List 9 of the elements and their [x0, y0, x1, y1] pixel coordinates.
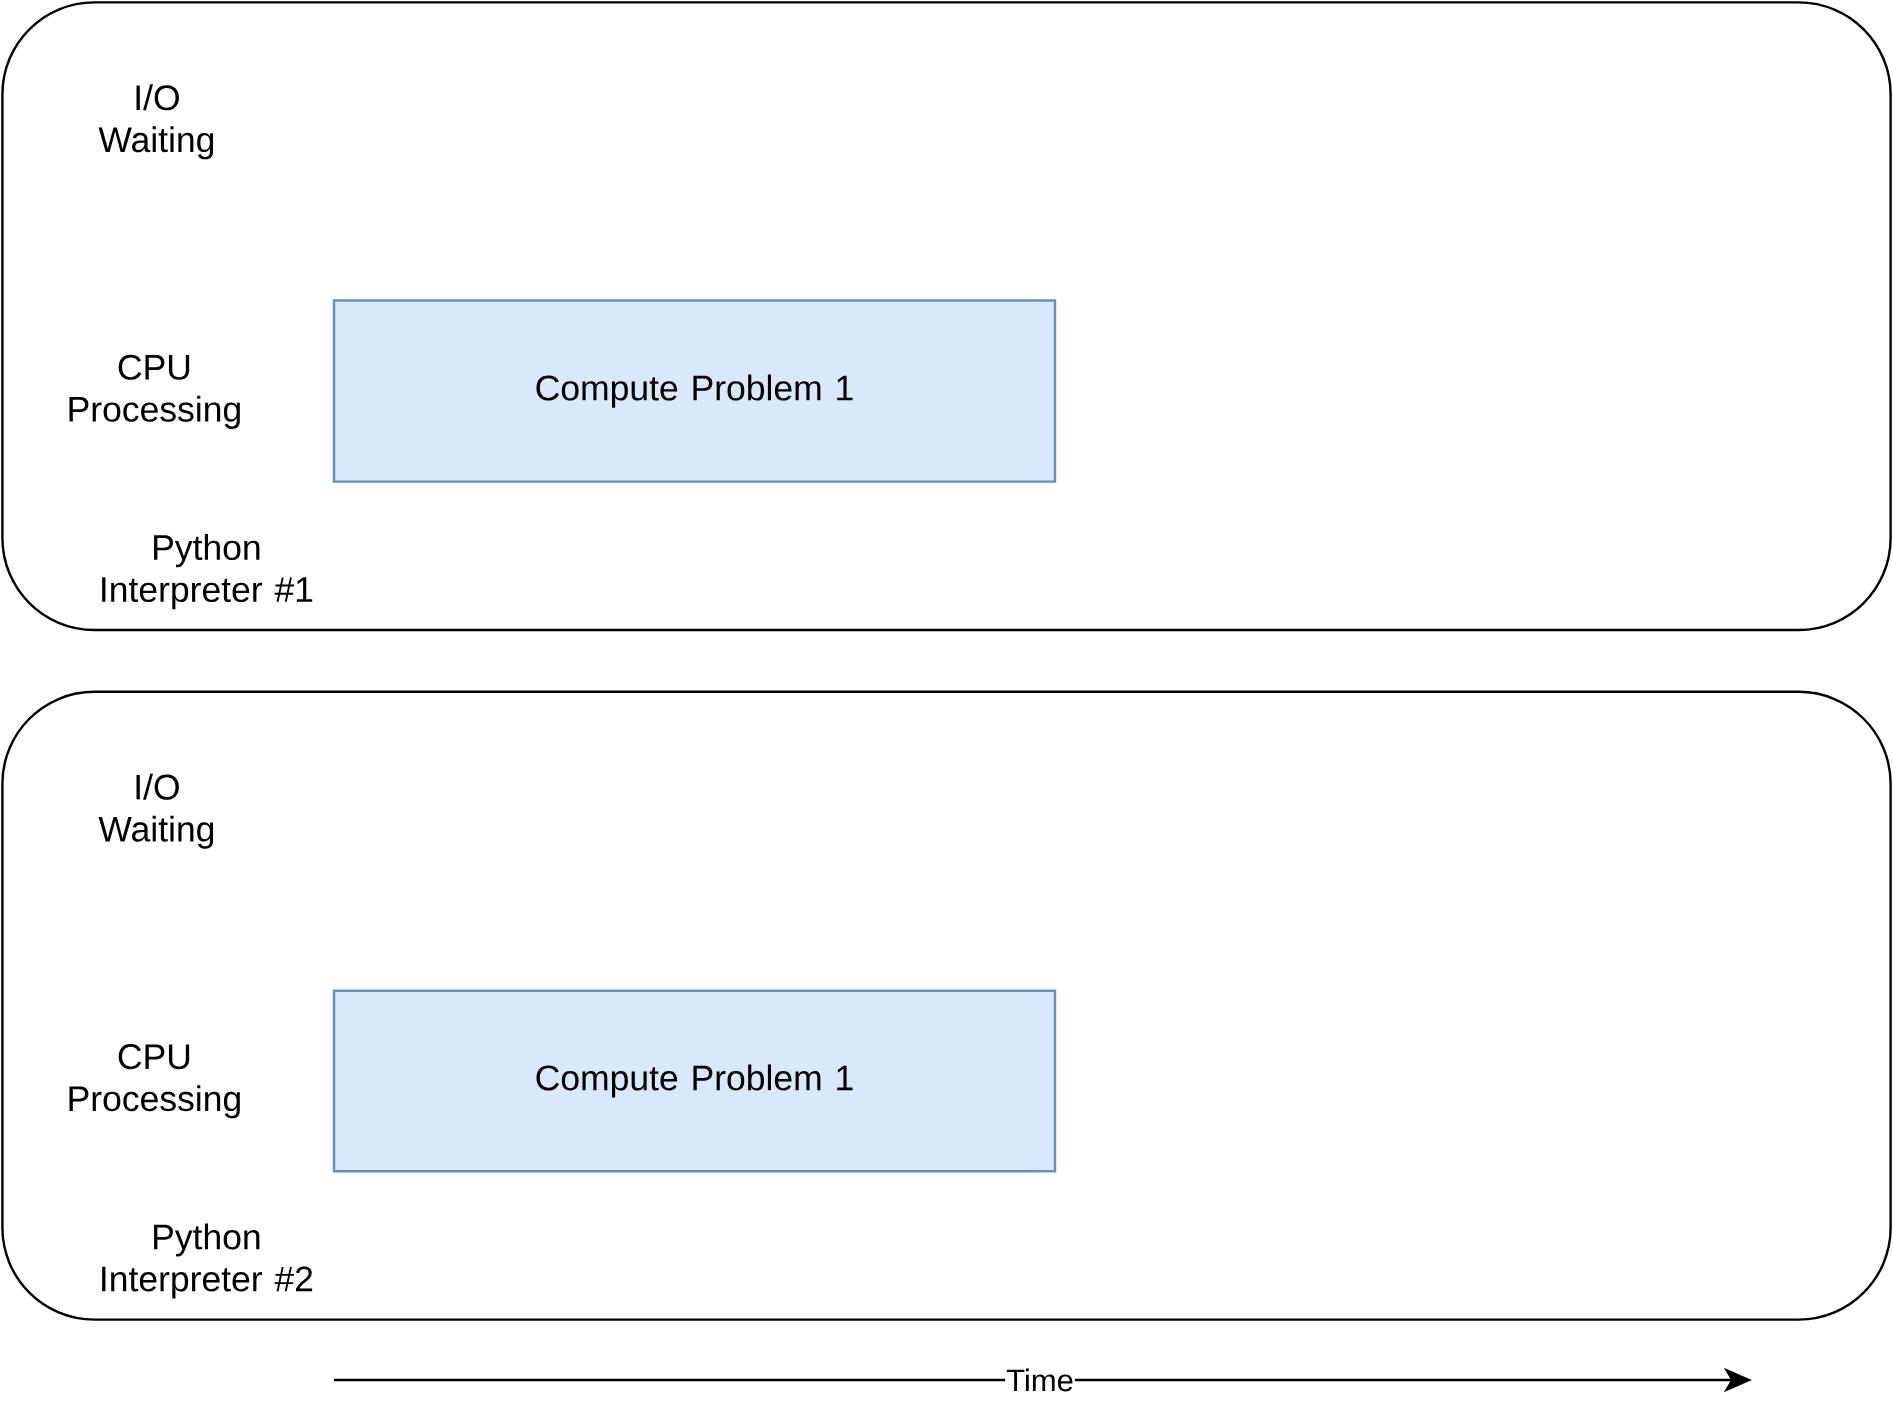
process-box: Compute Problem 1: [332, 299, 1057, 483]
axis-label: Time: [1005, 1367, 1075, 1393]
row-label: I/O Waiting: [98, 773, 214, 849]
row-label: I/O Waiting: [98, 84, 214, 160]
row-label: CPU Processing: [69, 354, 240, 429]
panel-title: Python Interpreter #1: [102, 534, 313, 610]
row-label: CPU Processing: [69, 1044, 240, 1119]
process-box: Compute Problem 1: [332, 989, 1057, 1173]
panel-title: Python Interpreter #2: [102, 1223, 313, 1299]
